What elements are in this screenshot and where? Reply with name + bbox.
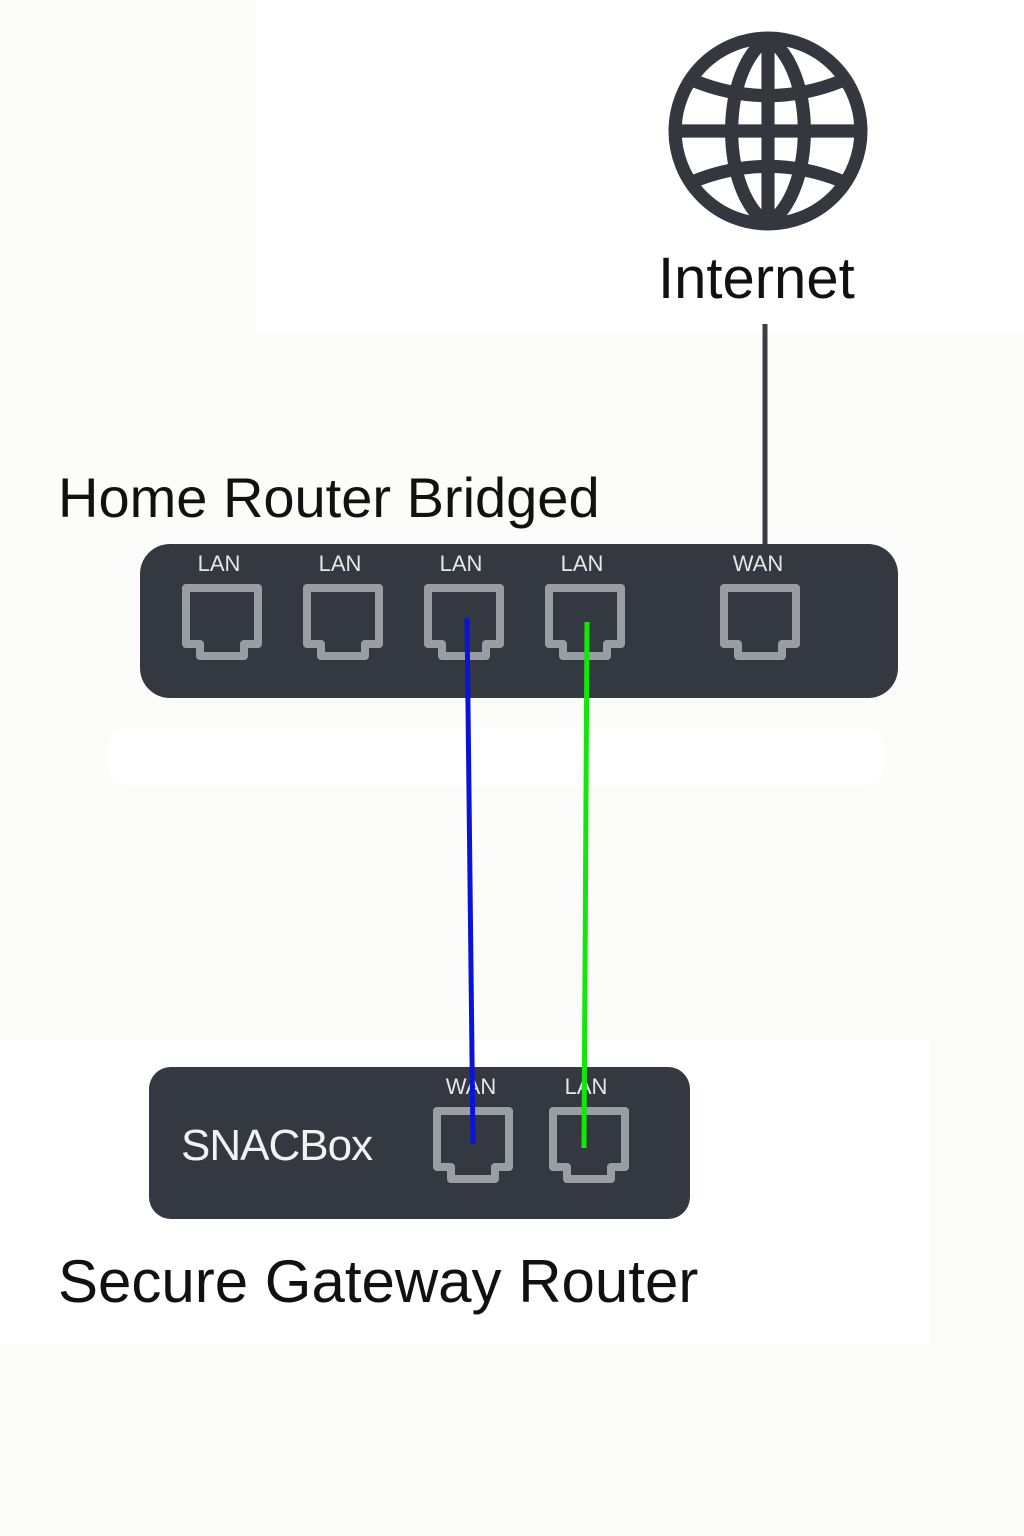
globe-icon xyxy=(668,31,868,231)
ethernet-port-icon xyxy=(549,1107,629,1183)
ethernet-port-icon xyxy=(433,1107,513,1183)
ethernet-port-icon xyxy=(303,584,383,660)
home-router-port-label-wan: WAN xyxy=(732,551,784,576)
home-router-port-label-lan-2: LAN xyxy=(318,551,362,576)
home-router-device xyxy=(140,544,898,698)
ethernet-port-icon xyxy=(720,584,800,660)
background-panel-top xyxy=(256,0,1024,332)
home-router-port-label-lan-3: LAN xyxy=(439,551,483,576)
snacbox-port-label-wan: WAN xyxy=(445,1074,497,1099)
background-panel-middle xyxy=(108,728,884,786)
home-router-port-label-lan-4: LAN xyxy=(560,551,604,576)
snacbox-device xyxy=(149,1067,690,1219)
home-router-title: Home Router Bridged xyxy=(58,466,600,529)
snacbox-name: SNACBox xyxy=(181,1121,373,1170)
snacbox-port-label-lan: LAN xyxy=(564,1074,608,1099)
ethernet-port-icon xyxy=(182,584,262,660)
secure-gateway-title: Secure Gateway Router xyxy=(58,1248,699,1315)
ethernet-port-icon xyxy=(424,584,504,660)
internet-label: Internet xyxy=(658,246,855,311)
home-router-port-label-lan-1: LAN xyxy=(197,551,241,576)
ethernet-port-icon xyxy=(545,584,625,660)
